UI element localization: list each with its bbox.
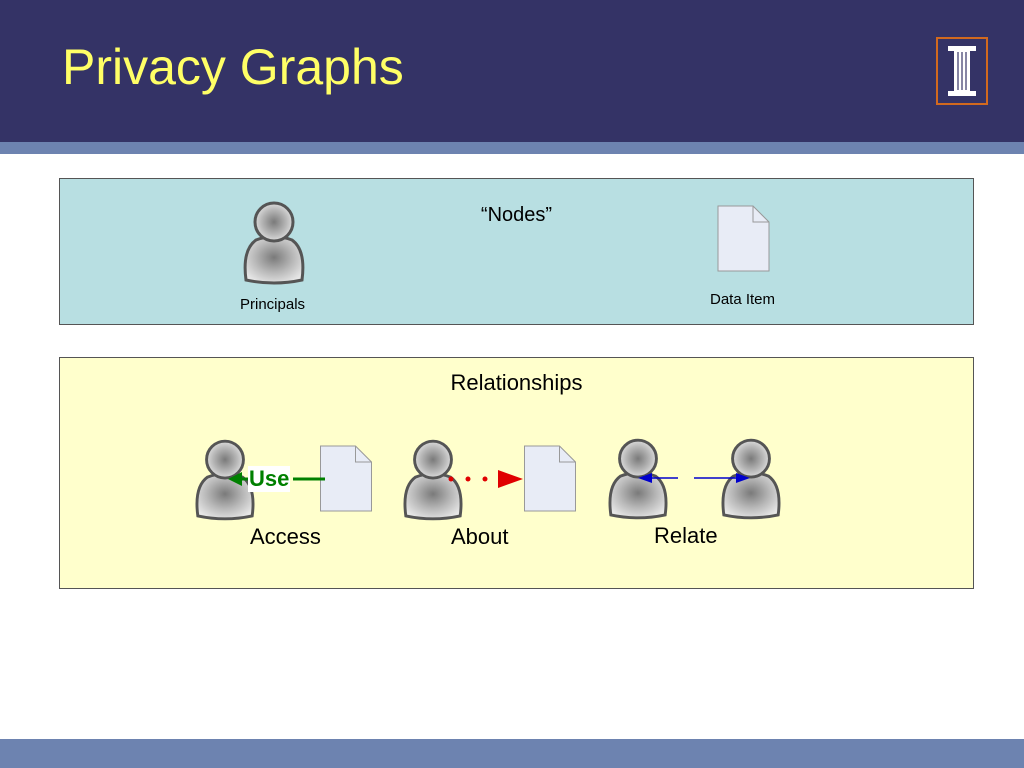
- access-document-icon: [320, 445, 372, 512]
- principals-label: Principals: [240, 296, 306, 313]
- slide-title: Privacy Graphs: [62, 39, 404, 95]
- data-item-label: Data Item: [710, 291, 776, 308]
- principal-person-icon: [243, 201, 305, 285]
- footer-band: [0, 739, 1024, 768]
- relationships-heading: Relationships: [450, 370, 583, 395]
- university-logo-icon: [936, 37, 988, 105]
- relate-label: Relate: [654, 523, 718, 548]
- relate-person-left-icon: [608, 438, 668, 520]
- relate-person-right-icon: [721, 438, 781, 520]
- about-label: About: [451, 524, 509, 549]
- access-label: Access: [250, 524, 321, 549]
- about-arrow: [448, 470, 523, 488]
- about-document-icon: [524, 445, 576, 512]
- header-rule: [0, 142, 1024, 154]
- use-label: Use: [248, 466, 291, 492]
- slide-header: [0, 0, 1024, 142]
- nodes-panel: “Nodes” Principals Data Item: [59, 178, 974, 325]
- data-item-document-icon: [717, 205, 770, 272]
- access-person-icon: [195, 439, 255, 521]
- about-person-icon: [403, 439, 463, 521]
- nodes-heading: “Nodes”: [480, 204, 553, 226]
- relate-arrows: [638, 473, 750, 483]
